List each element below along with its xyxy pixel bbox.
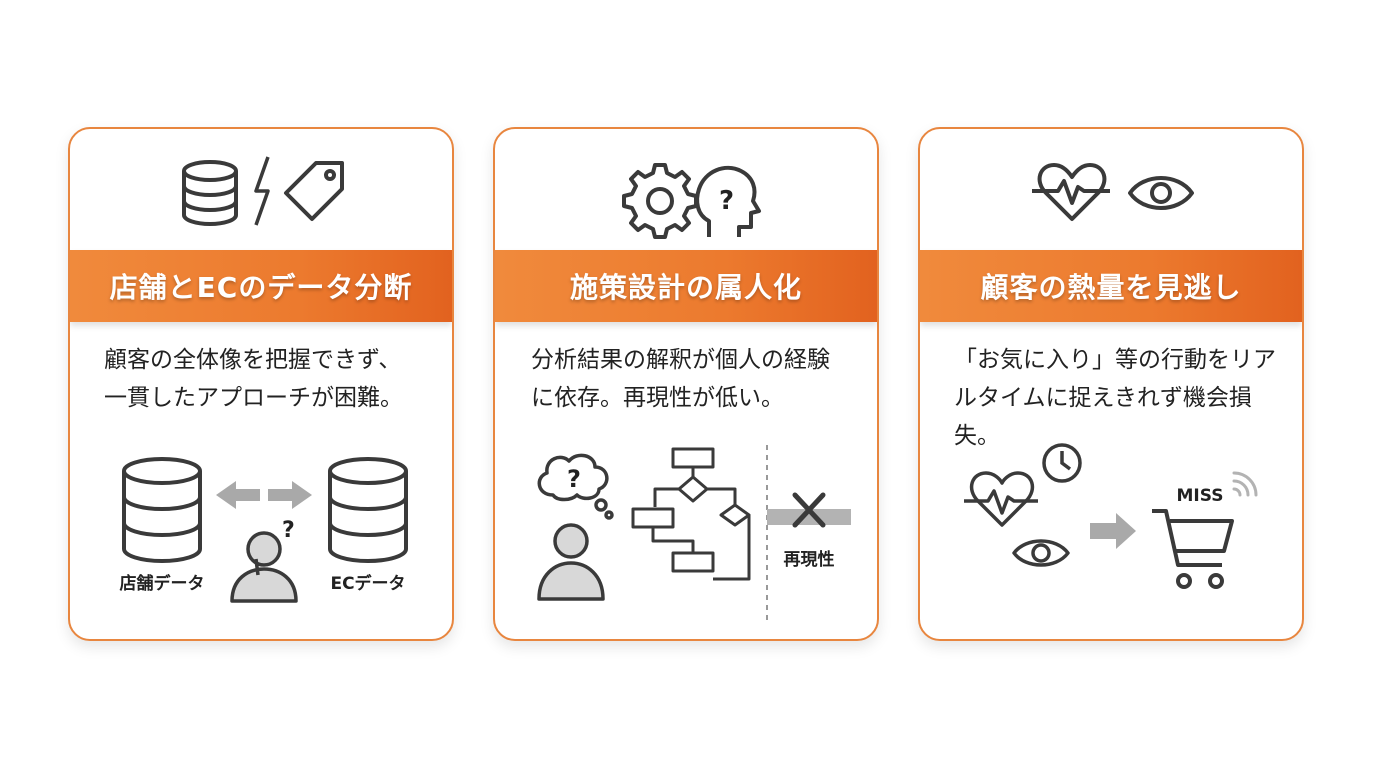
card-header-icons — [920, 129, 1302, 249]
card-description: 分析結果の解釈が個人の経験 に依存。再現性が低い。 — [531, 341, 861, 417]
description-line: 「お気に入り」等の行動をリア — [954, 347, 1276, 373]
card-illustration: MISS — [920, 429, 1302, 639]
signal-icon — [1232, 471, 1258, 497]
card-header-icons: ? — [495, 129, 877, 249]
flowchart-icon — [631, 447, 751, 581]
head-question-icon: ? — [695, 165, 761, 237]
miss-label: MISS — [1177, 486, 1224, 506]
cross-icon — [767, 492, 851, 528]
database-icon — [122, 457, 202, 563]
card-title-banner: 店舗とECのデータ分断 — [70, 250, 452, 322]
svg-text:?: ? — [567, 465, 581, 493]
card-description: 「お気に入り」等の行動をリア ルタイムに捉えきれず機会損 失。 — [954, 341, 1284, 455]
card-title: 顧客の熱量を見逃し — [980, 271, 1242, 304]
card-illustration: ? 店舗データ ECデータ — [70, 429, 452, 639]
bidirectional-arrow-icon — [216, 481, 312, 509]
description-line: ルタイムに捉えきれず機会損 — [954, 385, 1252, 411]
description-line: に依存。再現性が低い。 — [531, 385, 784, 411]
reproducibility-label: 再現性 — [784, 549, 835, 570]
ec-data-label: ECデータ — [330, 573, 405, 594]
card-missed-engagement: 顧客の熱量を見逃し 「お気に入り」等の行動をリア ルタイムに捉えきれず機会損 失… — [918, 127, 1304, 641]
store-data-label: 店舗データ — [120, 573, 205, 594]
thinking-person-icon: ? — [537, 453, 614, 601]
svg-text:?: ? — [719, 186, 734, 216]
card-personalization: ? 施策設計の属人化 分析結果の解釈が個人の経験 に依存。再現性が低い。 ? — [493, 127, 879, 641]
arrow-right-icon — [1090, 513, 1136, 549]
clock-icon — [1042, 443, 1082, 483]
heartbeat-icon — [1032, 163, 1110, 221]
card-title: 店舗とECのデータ分断 — [109, 271, 413, 304]
eye-icon — [1128, 176, 1194, 210]
description-line: 一貫したアプローチが困難。 — [104, 385, 403, 411]
card-title: 施策設計の属人化 — [569, 271, 802, 304]
description-line: 失。 — [954, 423, 1000, 449]
tag-icon — [284, 161, 344, 221]
shopping-cart-icon — [1152, 509, 1234, 589]
card-illustration: ? — [495, 429, 877, 639]
eye-icon — [1012, 539, 1070, 567]
card-data-silo: 店舗とECのデータ分断 顧客の全体像を把握できず、 一貫したアプローチが困難。 — [68, 127, 454, 641]
heartbeat-icon — [964, 471, 1038, 527]
gear-icon — [622, 163, 698, 239]
description-line: 顧客の全体像を把握できず、 — [104, 347, 402, 373]
database-icon — [182, 160, 238, 226]
card-title-banner: 施策設計の属人化 — [495, 250, 877, 322]
database-icon — [328, 457, 408, 563]
confused-person-icon: ? — [230, 518, 298, 603]
card-title-banner: 顧客の熱量を見逃し — [920, 250, 1302, 322]
lightning-icon — [254, 156, 270, 226]
card-description: 顧客の全体像を把握できず、 一貫したアプローチが困難。 — [104, 341, 434, 417]
card-header-icons — [70, 129, 452, 249]
svg-text:?: ? — [282, 518, 295, 543]
description-line: 分析結果の解釈が個人の経験 — [531, 347, 830, 373]
